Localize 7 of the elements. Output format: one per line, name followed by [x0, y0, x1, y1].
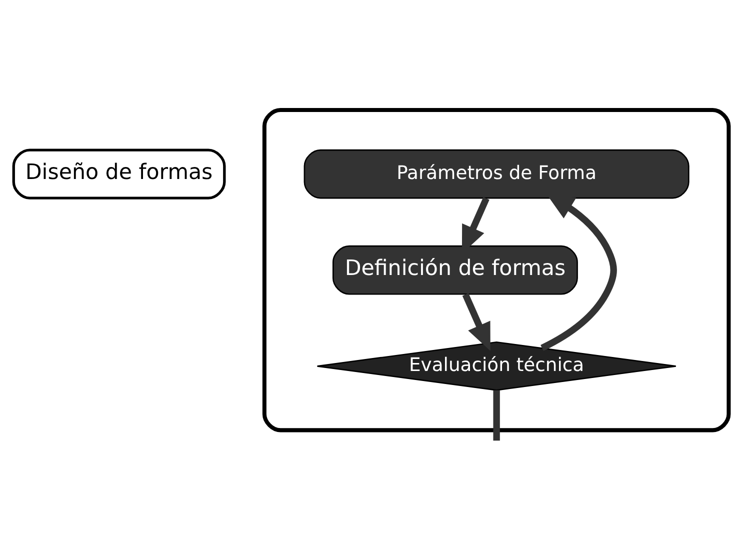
connector [493, 390, 500, 441]
node-box: Definición de formas [332, 245, 578, 295]
node-box: Diseño de formas [12, 148, 226, 200]
arrow [462, 293, 490, 351]
node-diamond: Evaluación técnica [316, 341, 677, 391]
node-box: Parámetros de Forma [304, 149, 690, 199]
cluster [262, 108, 731, 432]
